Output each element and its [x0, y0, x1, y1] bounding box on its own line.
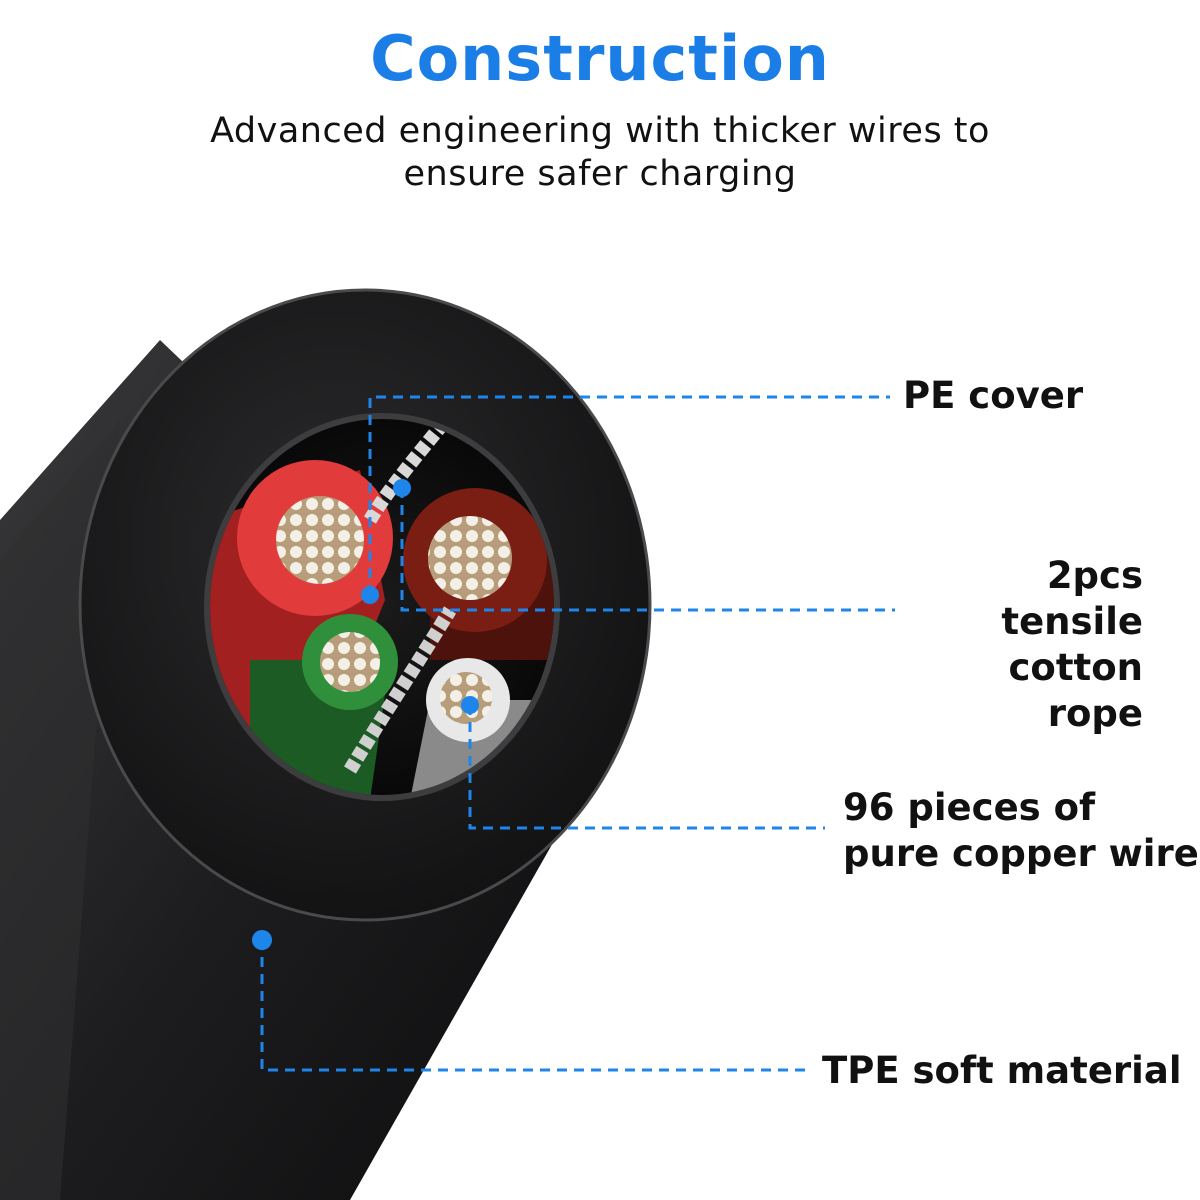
page-subtitle: Advanced engineering with thicker wires …: [0, 110, 1200, 196]
cotton-rope-lower: [343, 606, 457, 774]
dot-tpe: [252, 930, 272, 950]
subtitle-line-1: Advanced engineering with thicker wires …: [210, 111, 990, 151]
leader-lines: [260, 395, 895, 1072]
leader-pe-cover: [368, 395, 890, 595]
dot-pe-cover: [361, 586, 379, 604]
label-cotton-rope-line-2: cotton rope: [1008, 646, 1144, 735]
label-copper-wire-line-1: 96 pieces of: [843, 786, 1096, 829]
label-copper-wire: 96 pieces of pure copper wire: [843, 785, 1199, 877]
dot-copper-wire: [461, 696, 479, 714]
subtitle-line-2: ensure safer charging: [403, 154, 797, 194]
label-cotton-rope-line-1: 2pcs tensile: [1001, 554, 1143, 643]
leader-cotton-rope: [400, 488, 895, 612]
page-title: Construction: [370, 22, 830, 95]
inner-conductors: [210, 419, 554, 795]
dot-cotton-rope: [393, 479, 411, 497]
green-wire-strands: [320, 632, 380, 692]
leader-copper-wire: [468, 705, 825, 830]
cotton-rope-upper: [363, 419, 506, 524]
label-tpe-text: TPE soft material: [822, 1049, 1182, 1092]
label-copper-wire-line-2: pure copper wire: [843, 832, 1199, 875]
leader-tpe: [260, 940, 805, 1072]
red-wire-strands: [276, 496, 364, 584]
label-cotton-rope: 2pcs tensile cotton rope: [903, 553, 1143, 737]
label-pe-cover-text: PE cover: [903, 374, 1084, 417]
callout-dots: [252, 479, 479, 950]
label-pe-cover: PE cover: [903, 373, 1083, 419]
label-tpe: TPE soft material: [822, 1048, 1182, 1094]
brown-wire-strands: [428, 516, 512, 600]
